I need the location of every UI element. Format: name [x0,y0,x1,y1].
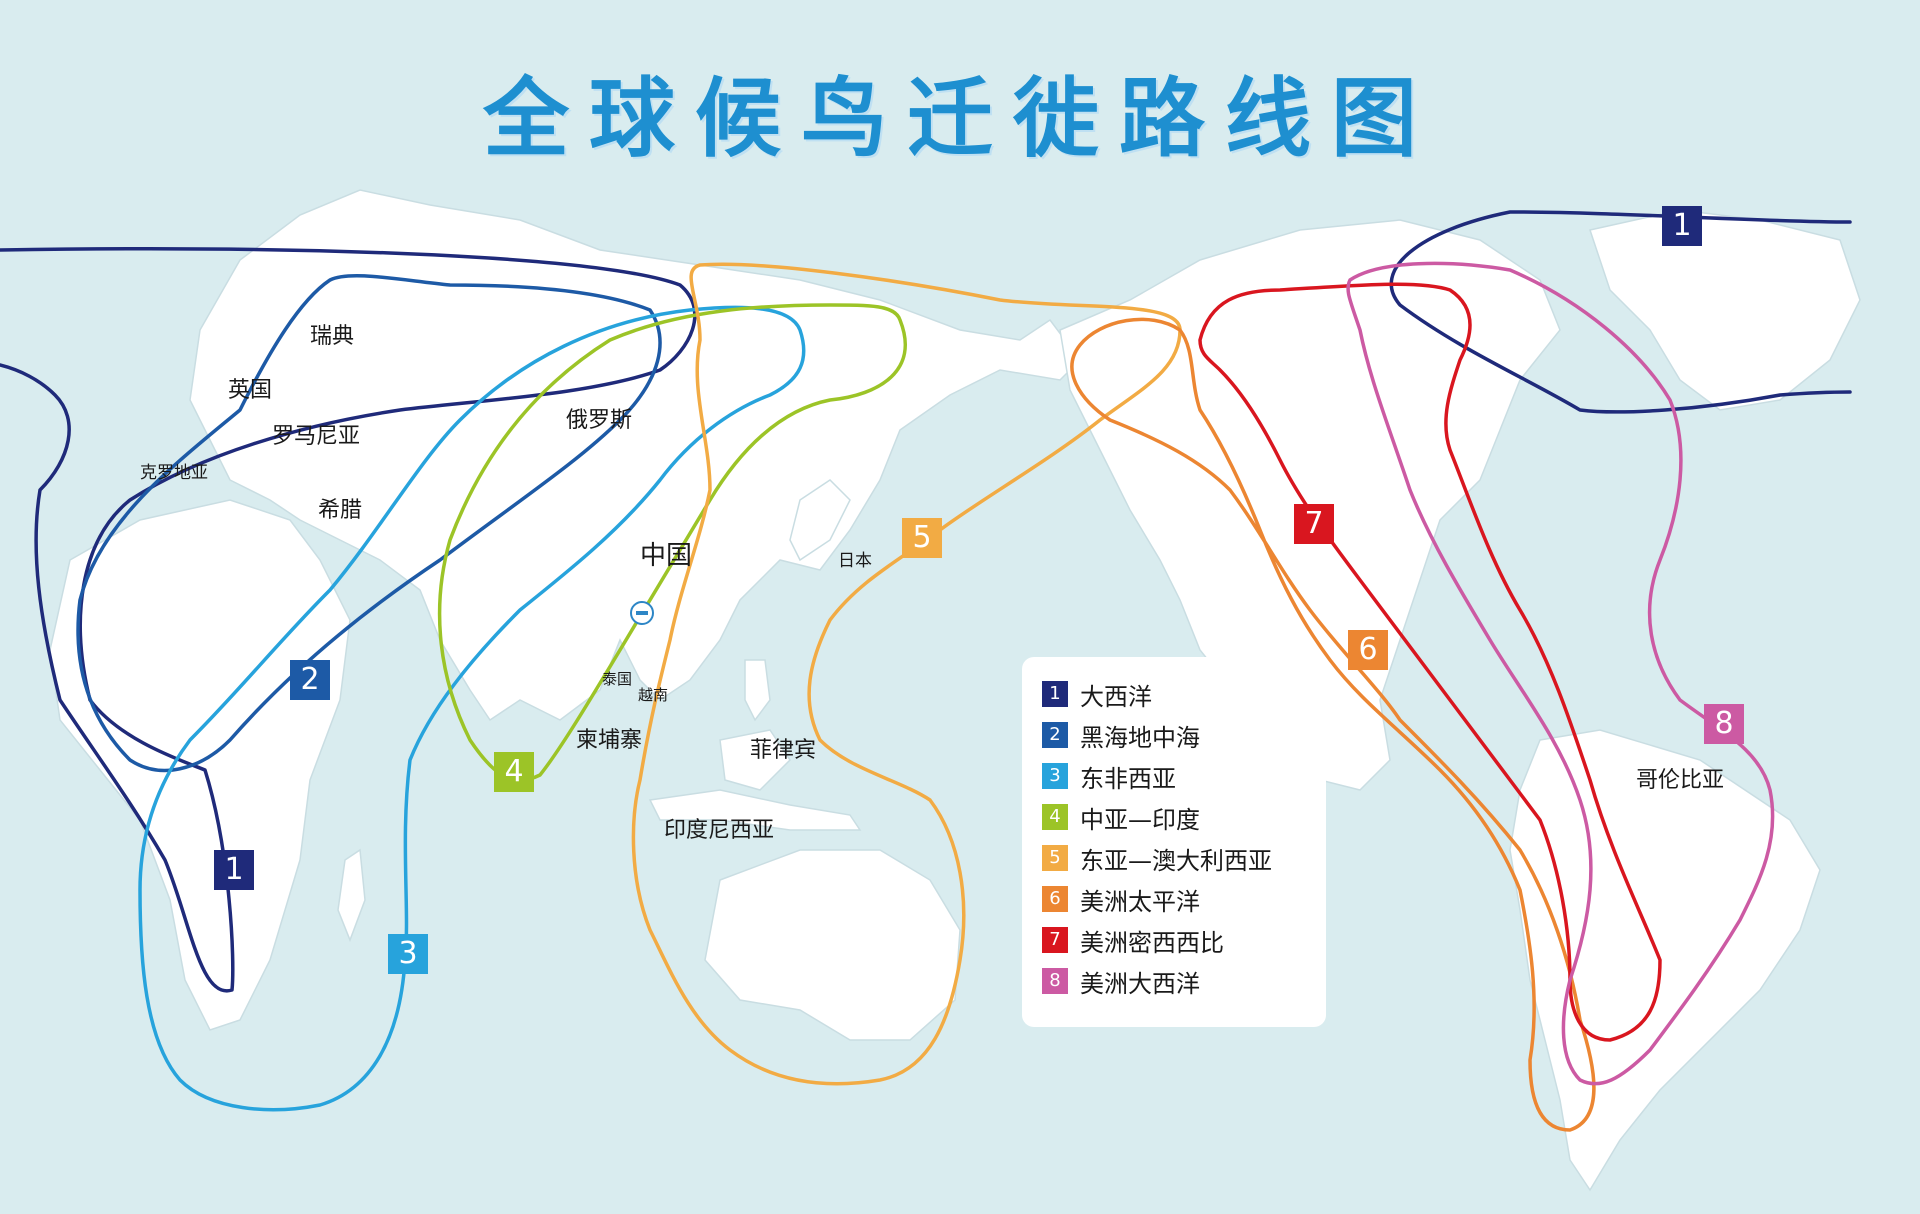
legend-swatch: 8 [1042,968,1068,994]
legend-label: 黑海地中海 [1080,723,1200,752]
route-badge-4: 4 [494,752,534,792]
legend-swatch: 3 [1042,763,1068,789]
legend-label: 美洲大西洋 [1080,969,1200,998]
label-croatia: 克罗地亚 [140,463,208,483]
route-badge-3: 3 [388,934,428,974]
route-7-path [1198,282,1662,1042]
japan-islands [789,479,851,562]
legend-swatch: 6 [1042,886,1068,912]
australia-landmass [704,849,961,1041]
route-badge-6: 6 [1348,630,1388,670]
legend-swatch: 4 [1042,804,1068,830]
route-3-path [138,305,806,1112]
legend-row: 4 中亚—印度 [1042,800,1200,834]
legend-label: 东亚—澳大利西亚 [1080,846,1272,875]
legend-row: 3 东非西亚 [1042,759,1176,793]
legend-label: 美洲太平洋 [1080,887,1200,916]
legend-row: 7 美洲密西西比 [1042,923,1224,957]
label-philippines: 菲律宾 [750,738,817,763]
south-america-landmass [1509,729,1821,1192]
route-4-path [437,303,907,782]
africa-landmass [49,499,351,1031]
legend-row: 6 美洲太平洋 [1042,882,1200,916]
legend-label: 中亚—印度 [1080,805,1200,834]
legend-row: 1 大西洋 [1042,677,1152,711]
borneo-island [719,729,791,791]
route-badge-7: 7 [1294,504,1334,544]
label-romania: 罗马尼亚 [272,424,361,449]
route-badge-8: 8 [1704,704,1744,744]
legend-swatch: 7 [1042,927,1068,953]
route-2-path [76,273,662,773]
label-russia: 俄罗斯 [566,408,633,433]
legend-row: 8 美洲大西洋 [1042,964,1200,998]
location-marker-icon [630,601,654,625]
philippines-islands [744,659,771,722]
legend-panel: 1 大西洋 2 黑海地中海 3 东非西亚 4 中亚—印度 5 东亚—澳大利西亚 … [1022,657,1326,1027]
legend-label: 东非西亚 [1080,764,1176,793]
legend-label: 大西洋 [1080,682,1152,711]
route-badge-1: 1 [214,850,254,890]
legend-swatch: 5 [1042,845,1068,871]
map-title: 全球候鸟迁徙路线图 [483,69,1437,169]
label-sweden: 瑞典 [310,324,355,349]
route-badge-5: 5 [902,518,942,558]
legend-swatch: 1 [1042,681,1068,707]
migration-routes [0,210,1852,1132]
label-vietnam: 越南 [638,686,669,704]
legend-label: 美洲密西西比 [1080,928,1224,957]
label-uk: 英国 [228,378,273,403]
route-badge-1-north: 1 [1662,206,1702,246]
legend-row: 2 黑海地中海 [1042,718,1200,752]
route-8-path [1346,261,1775,1086]
madagascar-landmass [337,848,366,943]
greenland-landmass [1589,209,1861,411]
route-1-path-greenland [1389,210,1852,414]
label-japan: 日本 [838,551,872,571]
land-masses [49,189,1861,1192]
route-5-path [631,262,1182,1086]
label-greece: 希腊 [318,498,363,523]
label-colombia: 哥伦比亚 [1636,768,1725,793]
indonesia-islands [648,789,862,831]
label-cambodia: 柬埔寨 [576,728,643,753]
route-badge-2: 2 [290,660,330,700]
label-indonesia: 印度尼西亚 [664,818,775,843]
legend-swatch: 2 [1042,722,1068,748]
label-thailand: 泰国 [602,670,633,688]
label-china: 中国 [640,541,693,571]
legend-row: 5 东亚—澳大利西亚 [1042,841,1272,875]
route-6-path [1070,317,1596,1132]
